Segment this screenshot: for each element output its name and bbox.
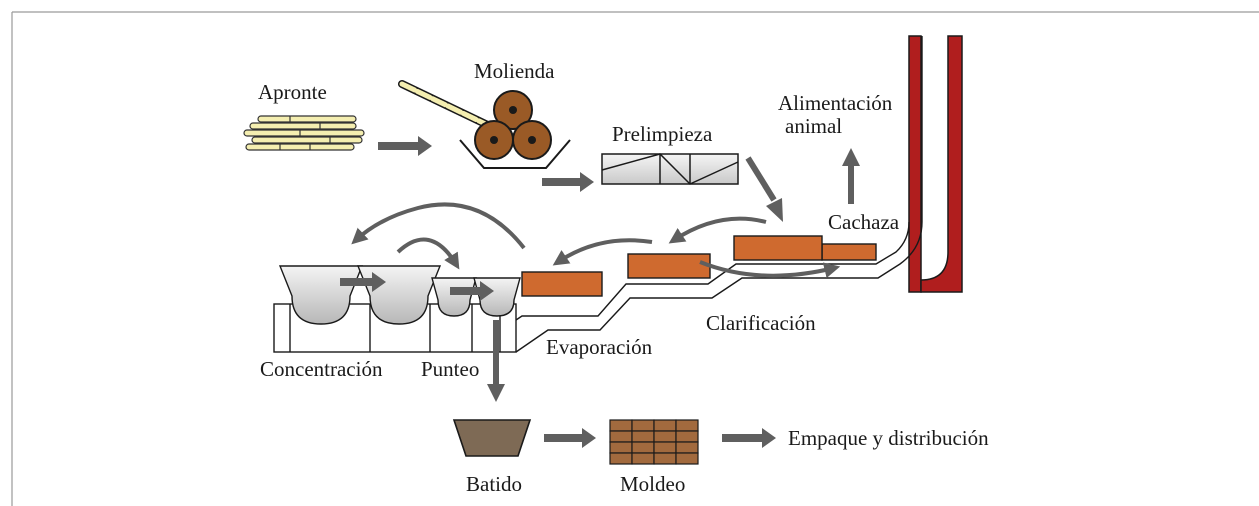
arrow-moldeo-to-empaque [722,428,776,448]
label-empaque: Empaque y distribución [788,426,989,450]
figure-border [11,11,1259,506]
label-evaporacion: Evaporación [546,335,653,359]
arrow-apronte-to-molienda [378,136,432,156]
label-moldeo: Moldeo [620,472,685,496]
mold-grid [609,419,699,465]
bowl-concentracion-1 [278,265,364,325]
flue-channel [515,36,923,353]
label-concentracion: Concentración [260,357,383,381]
curved-flow-arrows [351,202,841,279]
arrow-punteo-to-batido [487,320,505,402]
arrow-molienda-to-prelimpieza [542,172,594,192]
label-prelimpieza: Prelimpieza [612,122,713,146]
arrow-prelimpieza-to-pans [745,156,783,222]
arrow-cachaza-to-alimentacion [842,148,860,204]
straight-flow-arrows [340,272,494,301]
pan-cachaza [821,243,877,261]
label-apronte: Apronte [258,80,327,104]
mill-icon [398,80,571,169]
label-punteo: Punteo [421,357,479,381]
bowl-punteo-1 [431,277,477,317]
label-molienda: Molienda [474,59,555,83]
label-alimentacion-2: animal [785,114,842,138]
prelimpieza-tank [601,153,739,185]
label-alimentacion-1: Alimentación [778,91,893,115]
chimney [908,35,963,293]
label-batido: Batido [466,472,522,496]
cane-stack-icon [243,115,365,151]
batido-trough [452,419,532,457]
label-cachaza: Cachaza [828,210,900,234]
pan-clarificacion [733,235,823,261]
pan-evaporacion-2 [627,253,711,279]
label-clarificacion: Clarificación [706,311,816,335]
arrow-batido-to-moldeo [544,428,596,448]
pan-evaporacion-1 [521,271,603,297]
